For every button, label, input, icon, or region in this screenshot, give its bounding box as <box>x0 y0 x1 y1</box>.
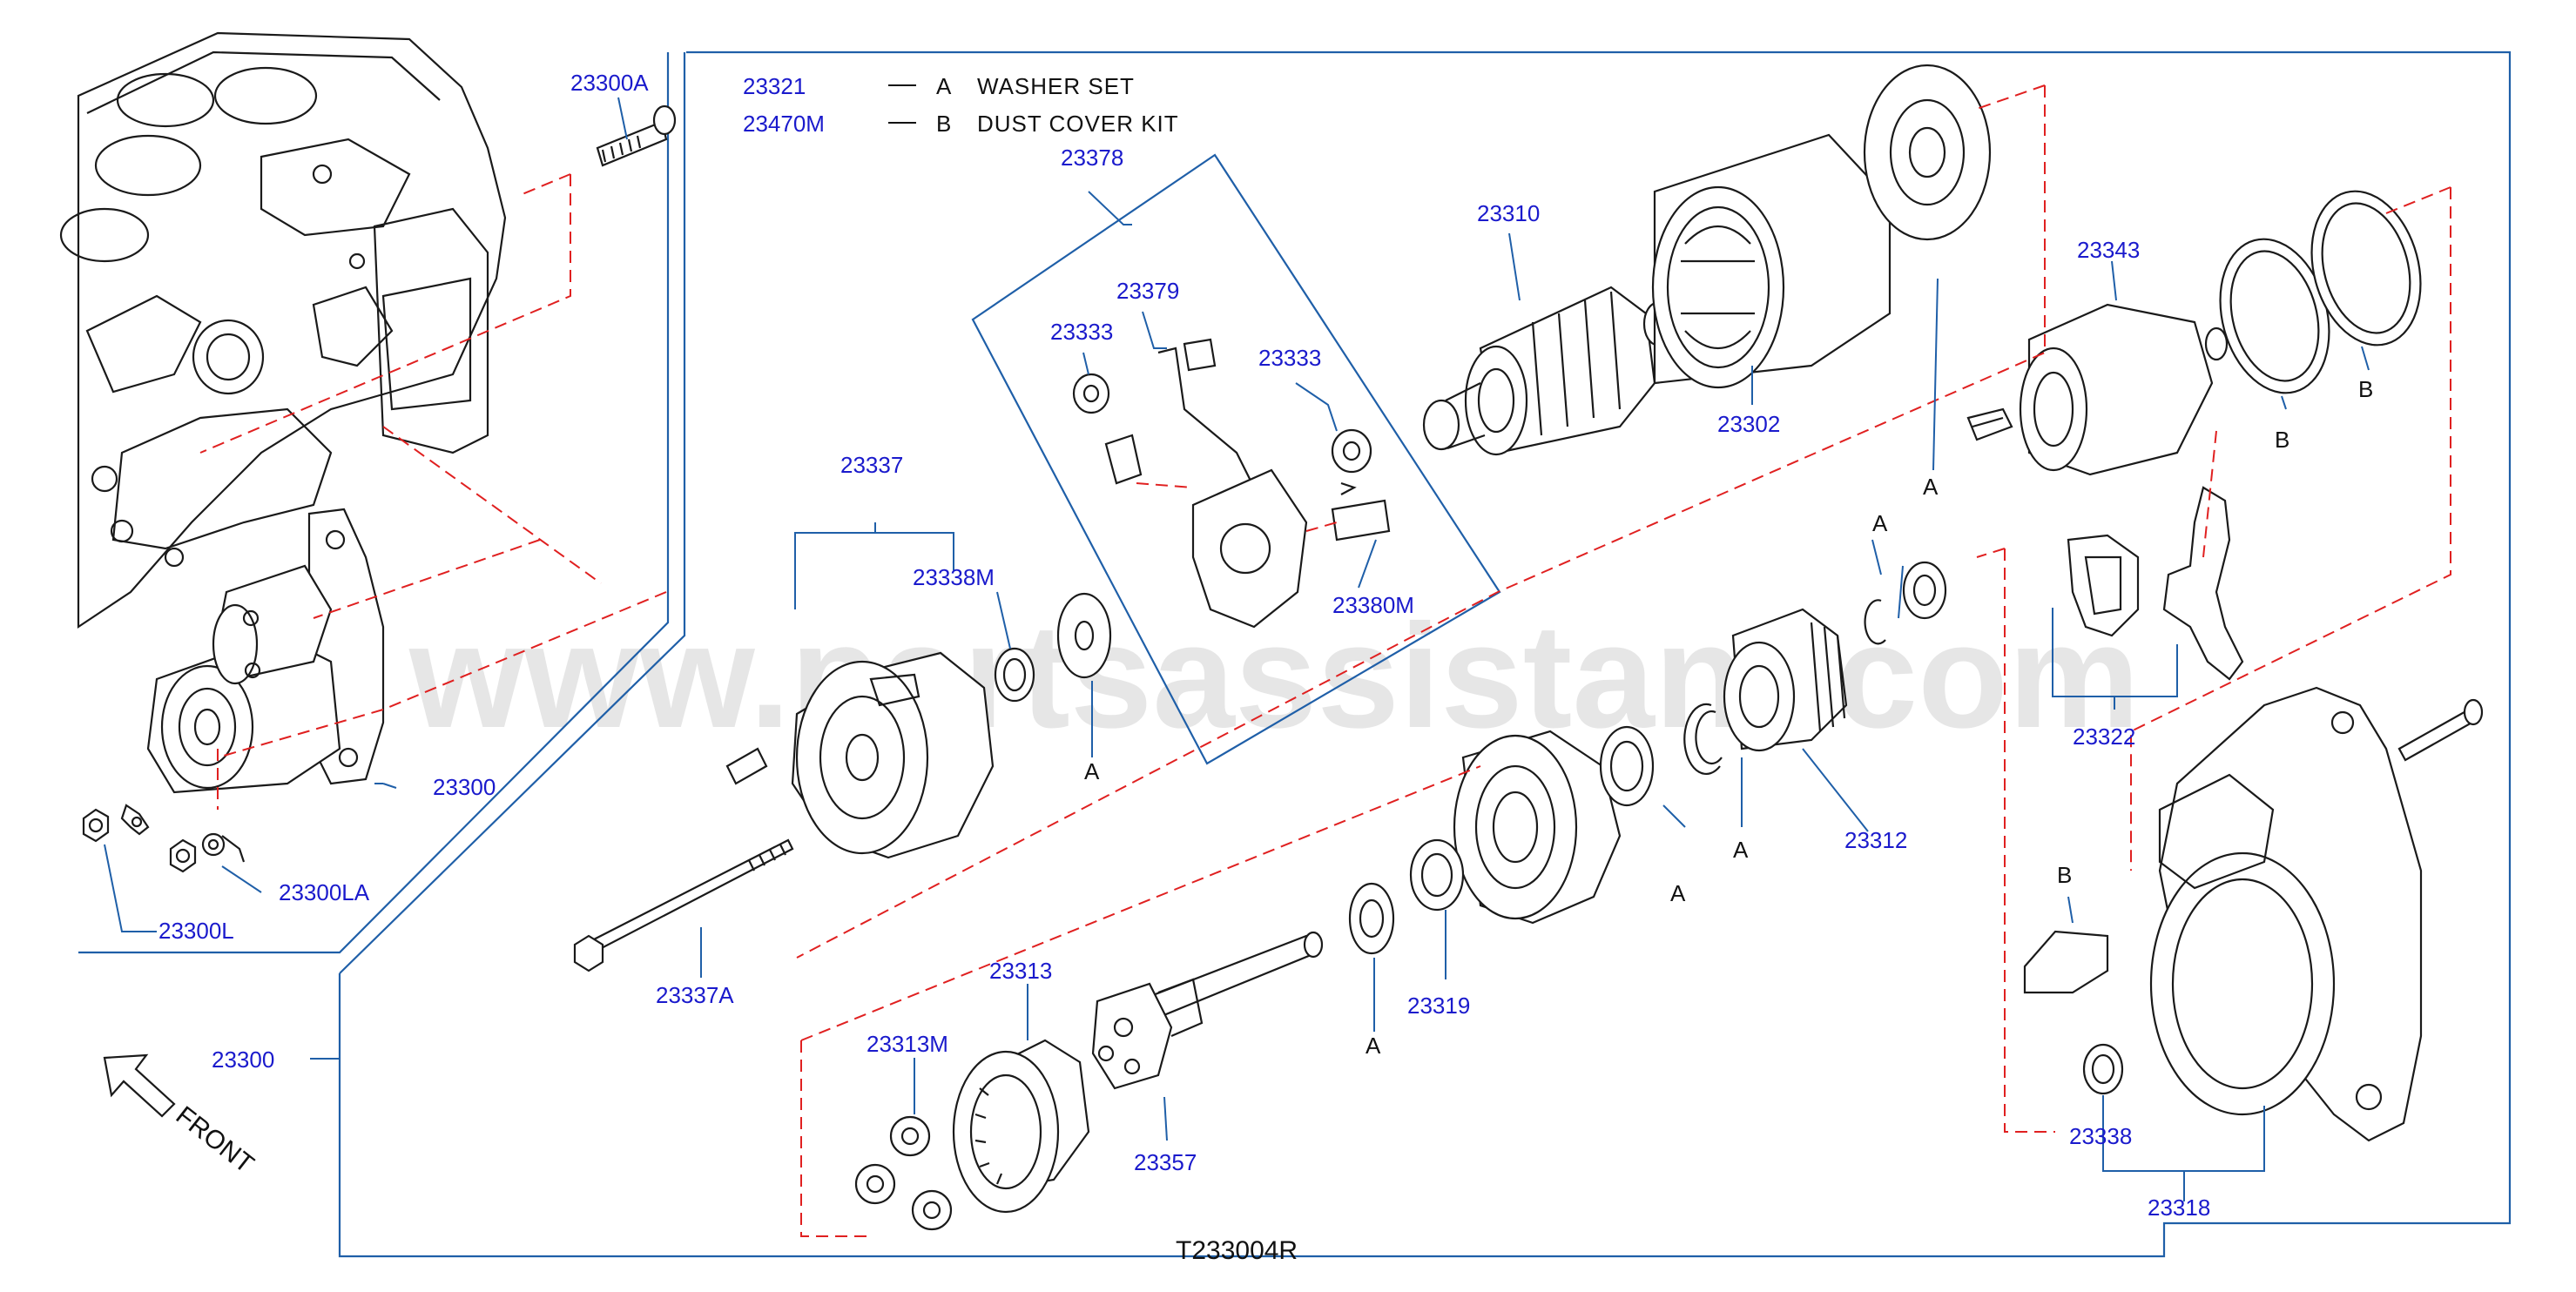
label-23313m: 23313M <box>867 1031 948 1057</box>
kit-markers: A A A A A A A B B B <box>1084 376 2373 1059</box>
marker-a-rear-washer: A <box>1084 758 1100 784</box>
rear-housing-23337 <box>725 651 995 859</box>
label-23337: 23337 <box>840 452 903 478</box>
label-23300-frame: 23300 <box>212 1046 274 1073</box>
label-23300: 23300 <box>433 774 496 800</box>
label-23337a: 23337A <box>656 982 734 1008</box>
washer-middle <box>1599 725 1655 807</box>
legend-a-letter: A <box>936 73 952 99</box>
label-23338: 23338 <box>2069 1123 2132 1149</box>
armature-23310 <box>1422 286 1672 456</box>
dust-cover-gaskets <box>2219 190 2422 394</box>
yoke-23302 <box>1651 133 1892 389</box>
part-labels: 23300A 23300 23300L 23300LA 23300 23378 … <box>158 70 2210 1221</box>
legend-b-letter: B <box>936 111 952 137</box>
pinion-23312 <box>1723 608 1848 752</box>
marker-a-lower-washer: A <box>1366 1033 1381 1059</box>
marker-b-gasket-outer: B <box>2358 376 2373 402</box>
lever-23322 <box>2067 486 2244 681</box>
label-23379: 23379 <box>1116 278 1179 304</box>
label-23302: 23302 <box>1717 411 1780 437</box>
stop-collar <box>1902 561 1947 620</box>
bushing-23338 <box>2082 1043 2124 1095</box>
label-23322: 23322 <box>2073 723 2135 750</box>
solenoid-23343 <box>1966 303 2229 476</box>
label-23343: 23343 <box>2077 237 2140 263</box>
label-23378: 23378 <box>1061 145 1123 171</box>
legend-a-part: 23321 <box>743 73 806 99</box>
watermark: www.partsassistant.com <box>408 594 2140 759</box>
starter-motor-illustration <box>146 508 385 794</box>
end-cover-plate <box>1863 64 1992 241</box>
label-23313: 23313 <box>989 958 1052 984</box>
label-23300la: 23300LA <box>279 879 370 905</box>
marker-b-gasket-inner: B <box>2275 427 2289 453</box>
ring-gear-23313 <box>952 1039 1090 1214</box>
nut-and-terminal-washers <box>82 804 246 873</box>
washer-rear <box>1056 592 1112 679</box>
label-23318: 23318 <box>2148 1194 2210 1221</box>
diagram-code: T233004R <box>1176 1236 1298 1265</box>
stop-ring <box>1864 599 1886 645</box>
label-23357: 23357 <box>1134 1149 1197 1175</box>
label-23300l: 23300L <box>158 918 234 944</box>
bushing-23338m <box>994 647 1035 703</box>
snap-ring <box>1683 703 1723 776</box>
legend: 23321 A WASHER SET 23470M B DUST COVER K… <box>743 73 1179 137</box>
bolt-23300a <box>596 104 677 167</box>
through-bolt-23337a <box>573 838 794 972</box>
legend-b-part: 23470M <box>743 111 825 137</box>
planet-gears-23313m <box>854 1115 953 1231</box>
label-23312: 23312 <box>1844 827 1907 853</box>
marker-a-stop-collar: A <box>1923 474 1939 500</box>
front-arrow: FRONT <box>103 1053 260 1180</box>
engine-block-illustration <box>59 31 507 629</box>
assembly-guide-lines <box>199 84 2451 1237</box>
label-23300a: 23300A <box>570 70 649 96</box>
label-23333-left: 23333 <box>1050 319 1113 345</box>
assembly-frame <box>78 50 2512 1258</box>
bushing-23319 <box>1409 838 1465 912</box>
front-label: FRONT <box>171 1101 260 1180</box>
label-23319: 23319 <box>1407 993 1470 1019</box>
label-23310: 23310 <box>1477 200 1540 226</box>
label-23380m: 23380M <box>1332 592 1414 618</box>
front-housing-23318 <box>2149 686 2423 1142</box>
marker-a-stop-ring: A <box>1872 510 1888 536</box>
shaft-23357 <box>1091 931 1324 1090</box>
dust-cover-block <box>2023 930 2109 994</box>
label-23333-right: 23333 <box>1258 345 1321 371</box>
marker-a-middle-washer: A <box>1670 880 1686 906</box>
legend-a-desc: WASHER SET <box>977 73 1135 99</box>
washer-lower <box>1348 882 1395 955</box>
marker-a-snap-ring: A <box>1733 837 1749 863</box>
label-23338m: 23338M <box>913 564 995 590</box>
marker-b-dust-cover: B <box>2057 862 2072 888</box>
legend-b-desc: DUST COVER KIT <box>977 111 1179 137</box>
leader-lines <box>104 97 2370 1201</box>
gear-housing <box>1453 730 1622 925</box>
housing-bolt <box>2397 698 2484 762</box>
